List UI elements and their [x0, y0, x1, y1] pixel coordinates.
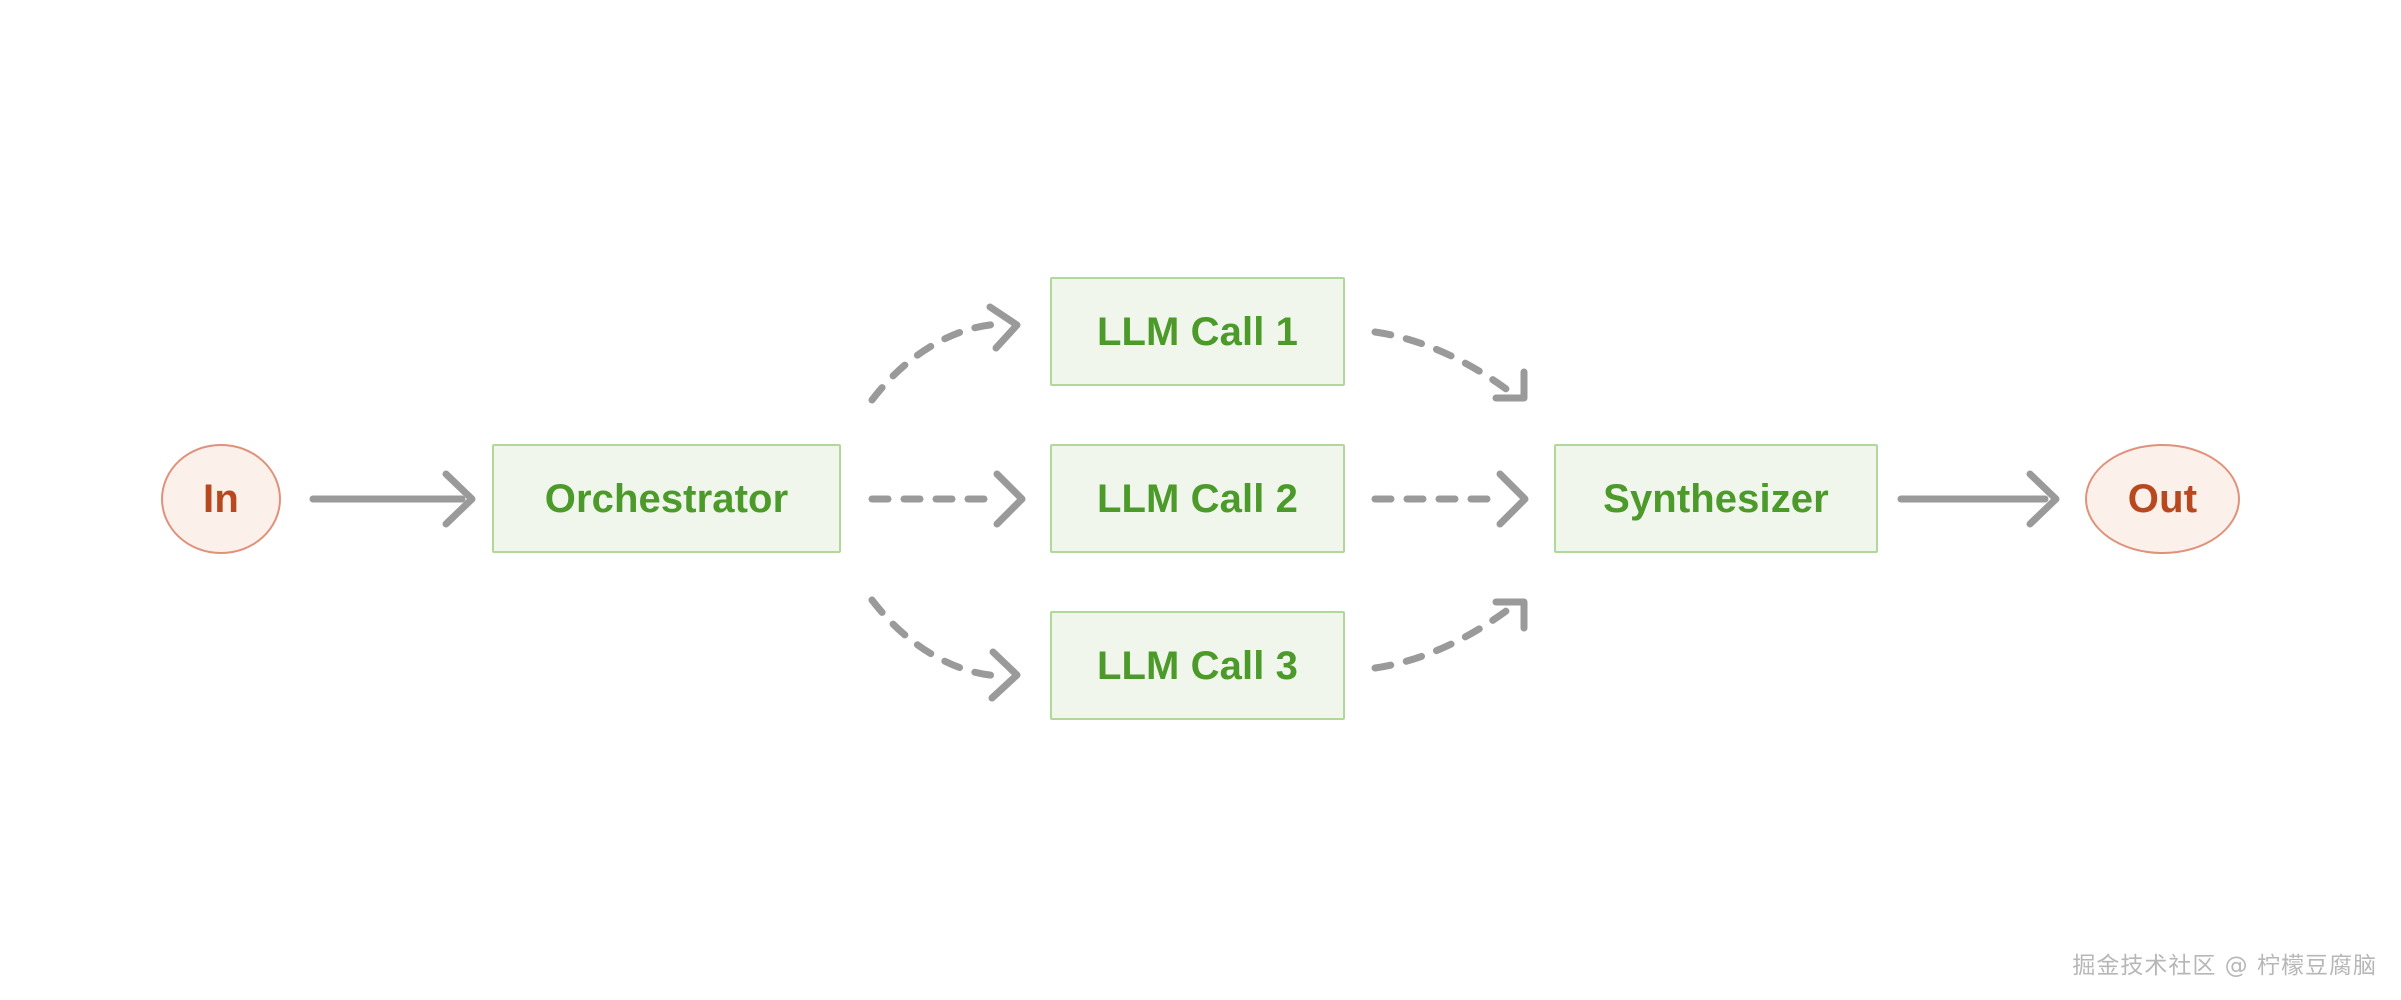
node-out[interactable]: Out — [2085, 444, 2240, 554]
node-llm-call-1[interactable]: LLM Call 1 — [1050, 277, 1345, 386]
edge-llm3-to-synthesizer — [1371, 598, 1528, 672]
node-synthesizer-label: Synthesizer — [1603, 476, 1829, 521]
edge-in-to-orchestrator — [309, 470, 476, 528]
edge-llm1-to-synthesizer — [1371, 328, 1528, 402]
node-synthesizer[interactable]: Synthesizer — [1554, 444, 1878, 553]
edge-orchestrator-to-llm2 — [868, 470, 1026, 528]
node-orchestrator-label: Orchestrator — [544, 476, 789, 521]
node-in[interactable]: In — [161, 444, 281, 554]
node-orchestrator[interactable]: Orchestrator — [492, 444, 841, 553]
node-llm-call-3[interactable]: LLM Call 3 — [1050, 611, 1345, 720]
node-llm-call-2-label: LLM Call 2 — [1096, 476, 1299, 521]
node-llm-call-3-label: LLM Call 3 — [1096, 643, 1299, 688]
edge-orchestrator-to-llm3 — [868, 596, 1021, 702]
node-llm-call-2[interactable]: LLM Call 2 — [1050, 444, 1345, 553]
node-out-label: Out — [2127, 477, 2198, 521]
watermark: 掘金技术社区 @ 柠檬豆腐脑 — [2072, 953, 2377, 979]
node-llm-call-1-label: LLM Call 1 — [1096, 309, 1299, 354]
edge-llm2-to-synthesizer — [1371, 470, 1529, 528]
node-in-label: In — [203, 477, 239, 521]
edge-orchestrator-to-llm1 — [868, 303, 1021, 404]
edge-synthesizer-to-out — [1897, 470, 2060, 528]
